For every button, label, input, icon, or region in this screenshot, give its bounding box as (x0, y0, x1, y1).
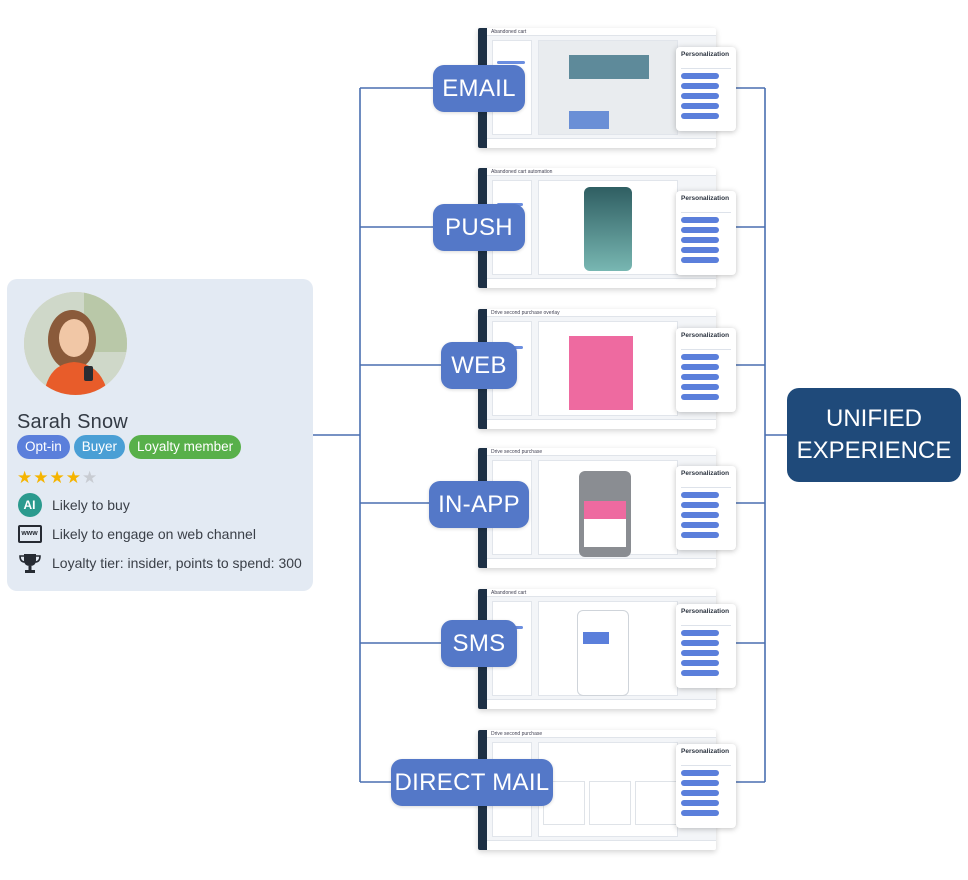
personalization-panel-sms: Personalization (676, 604, 736, 688)
channel-label-push: PUSH (433, 204, 525, 251)
ai-icon: AI (17, 492, 42, 517)
channel-label-sms: SMS (441, 620, 517, 667)
unified-experience-box: UNIFIED EXPERIENCE (787, 388, 961, 482)
personalization-panel-in-app: Personalization (676, 466, 736, 550)
customer-name: Sarah Snow (17, 411, 128, 433)
star-icon: ★ (17, 468, 34, 487)
customer-profile-card: Sarah Snow Opt-in Buyer Loyalty member ★… (7, 279, 313, 591)
segment-badges: Opt-in Buyer Loyalty member (17, 435, 242, 459)
attribute-loyalty-tier: Loyalty tier: insider, points to spend: … (17, 550, 302, 575)
star-icon: ★ (49, 468, 66, 487)
badge-loyalty-member: Loyalty member (129, 435, 242, 459)
attribute-text: Likely to buy (52, 496, 130, 513)
star-icon: ★ (65, 468, 82, 487)
personalization-panel-web: Personalization (676, 328, 736, 412)
channel-label-in-app: IN-APP (429, 481, 529, 528)
avatar-photo (24, 292, 127, 395)
screen-title: Drive second purchase (487, 448, 716, 456)
channel-label-direct-mail: DIRECT MAIL (391, 759, 553, 806)
personalization-panel-email: Personalization (676, 47, 736, 131)
channel-label-email: EMAIL (433, 65, 525, 112)
channel-label-web: WEB (441, 342, 517, 389)
screen-title: Abandoned cart (487, 28, 716, 36)
attribute-text: Likely to engage on web channel (52, 525, 256, 542)
screen-title: Abandoned cart automation (487, 168, 716, 176)
star-icon: ★ (82, 468, 99, 487)
screen-title: Drive second purchase (487, 730, 716, 738)
attribute-web-engagement: www Likely to engage on web channel (17, 521, 256, 546)
attribute-text: Loyalty tier: insider, points to spend: … (52, 554, 302, 571)
screen-title: Abandoned cart (487, 589, 716, 597)
outcome-line-2: EXPERIENCE (796, 437, 952, 464)
www-icon: www (17, 524, 42, 543)
outcome-line-1: UNIFIED (826, 405, 922, 432)
badge-opt-in: Opt-in (17, 435, 70, 459)
personalization-panel-push: Personalization (676, 191, 736, 275)
attribute-likely-to-buy: AI Likely to buy (17, 492, 130, 517)
star-rating: ★★★★★ (17, 468, 98, 488)
personalization-panel-direct-mail: Personalization (676, 744, 736, 828)
screen-title: Drive second purchase overlay (487, 309, 716, 317)
avatar (24, 292, 127, 395)
trophy-icon (18, 553, 41, 573)
star-icon: ★ (33, 468, 50, 487)
badge-buyer: Buyer (73, 435, 126, 459)
